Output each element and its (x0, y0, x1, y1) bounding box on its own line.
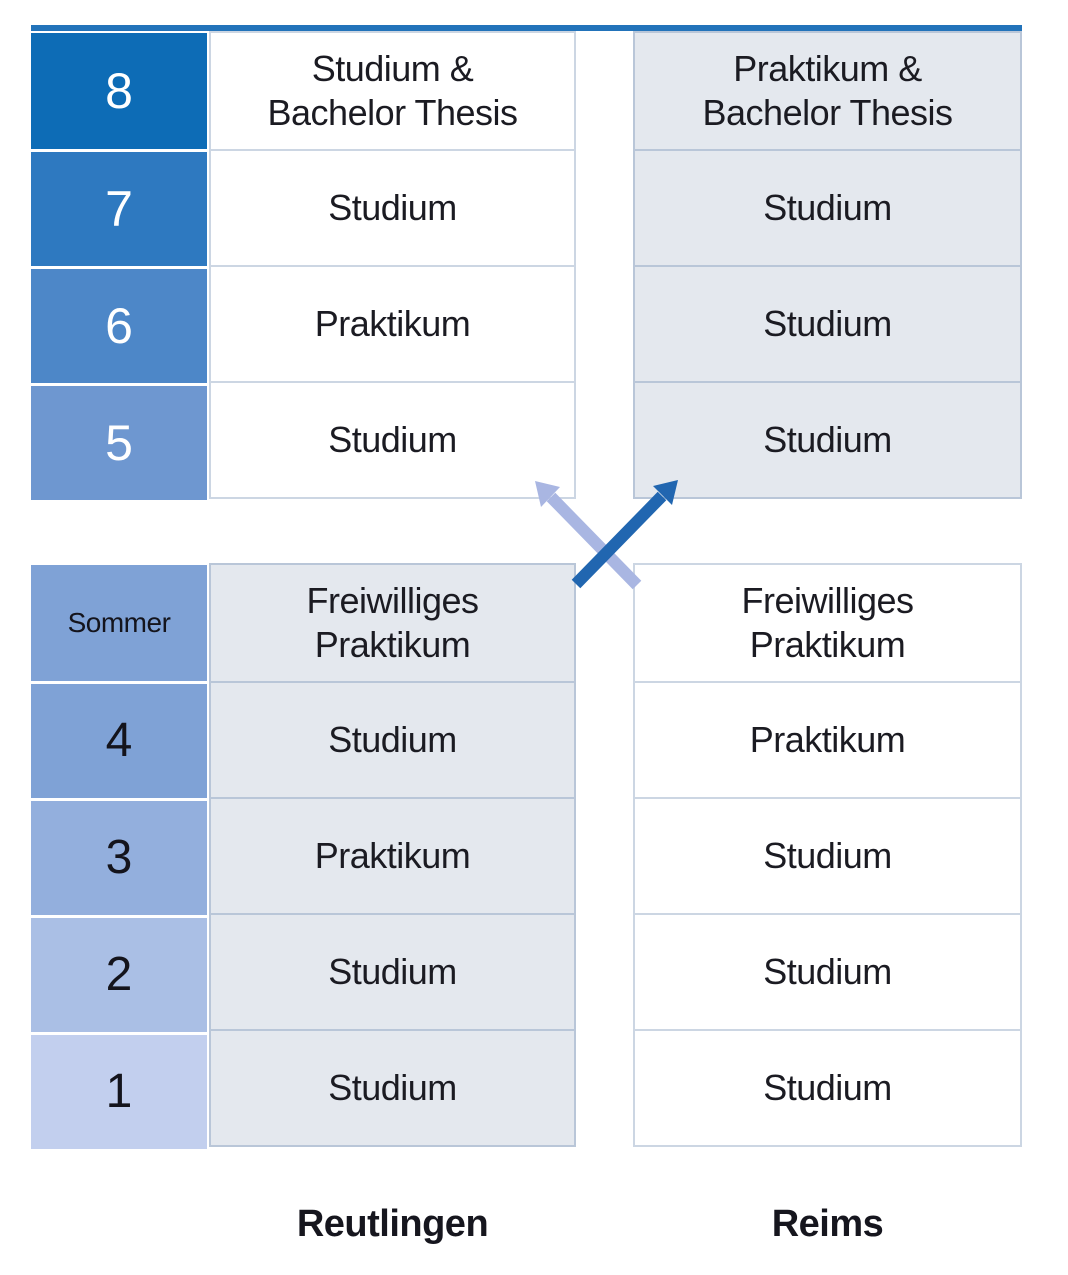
reutlingen-sem8-activity: Studium & Bachelor Thesis (267, 48, 518, 133)
semester-cell-8: 8 (31, 33, 207, 149)
semester-cell-7: 7 (31, 149, 207, 266)
semester-cell-1: 1 (31, 1032, 207, 1149)
sommer-cell: Sommer (31, 565, 207, 681)
reims-sem4-activity: Praktikum (635, 681, 1020, 797)
reims-sem7-activity: Studium (635, 149, 1020, 265)
reims-sem3-activity: Studium (635, 797, 1020, 913)
reutlingen-sem4-activity: Studium (211, 681, 574, 797)
reims-column-top: Praktikum & Bachelor Thesis Studium Stud… (633, 31, 1022, 499)
reutlingen-sem3-activity: Praktikum (211, 797, 574, 913)
reims-sem2-activity: Studium (635, 913, 1020, 1029)
reutlingen-label: Reutlingen (296, 1202, 489, 1245)
reutlingen-sem6-activity: Praktikum (211, 265, 574, 381)
reims-label: Reims (771, 1202, 884, 1245)
reims-sommer-activity: Freiwilliges Praktikum (741, 580, 914, 665)
reutlingen-sem7-activity: Studium (211, 149, 574, 265)
reutlingen-sommer-activity: Freiwilliges Praktikum (306, 580, 479, 665)
reims-sem6-activity: Studium (635, 265, 1020, 381)
reutlingen-column-top: Studium & Bachelor Thesis Studium Prakti… (209, 31, 576, 499)
reims-sem1-activity: Studium (635, 1029, 1020, 1145)
reutlingen-sem2-activity: Studium (211, 913, 574, 1029)
reutlingen-column-bottom: Freiwilliges Praktikum Studium Praktikum… (209, 563, 576, 1147)
reutlingen-sem5-activity: Studium (211, 381, 574, 497)
semester-number-column-top: 8 7 6 5 (31, 33, 207, 500)
reutlingen-sem1-activity: Studium (211, 1029, 574, 1145)
reims-sem5-activity: Studium (635, 381, 1020, 497)
reims-sem8-activity: Praktikum & Bachelor Thesis (702, 48, 953, 133)
semester-cell-5: 5 (31, 383, 207, 500)
semester-cell-3: 3 (31, 798, 207, 915)
semester-cell-6: 6 (31, 266, 207, 383)
semester-cell-2: 2 (31, 915, 207, 1032)
top-accent-bar (31, 25, 1022, 31)
semester-number-column-bottom: Sommer 4 3 2 1 (31, 565, 207, 1149)
semester-cell-4: 4 (31, 681, 207, 798)
reims-column-bottom: Freiwilliges Praktikum Praktikum Studium… (633, 563, 1022, 1147)
